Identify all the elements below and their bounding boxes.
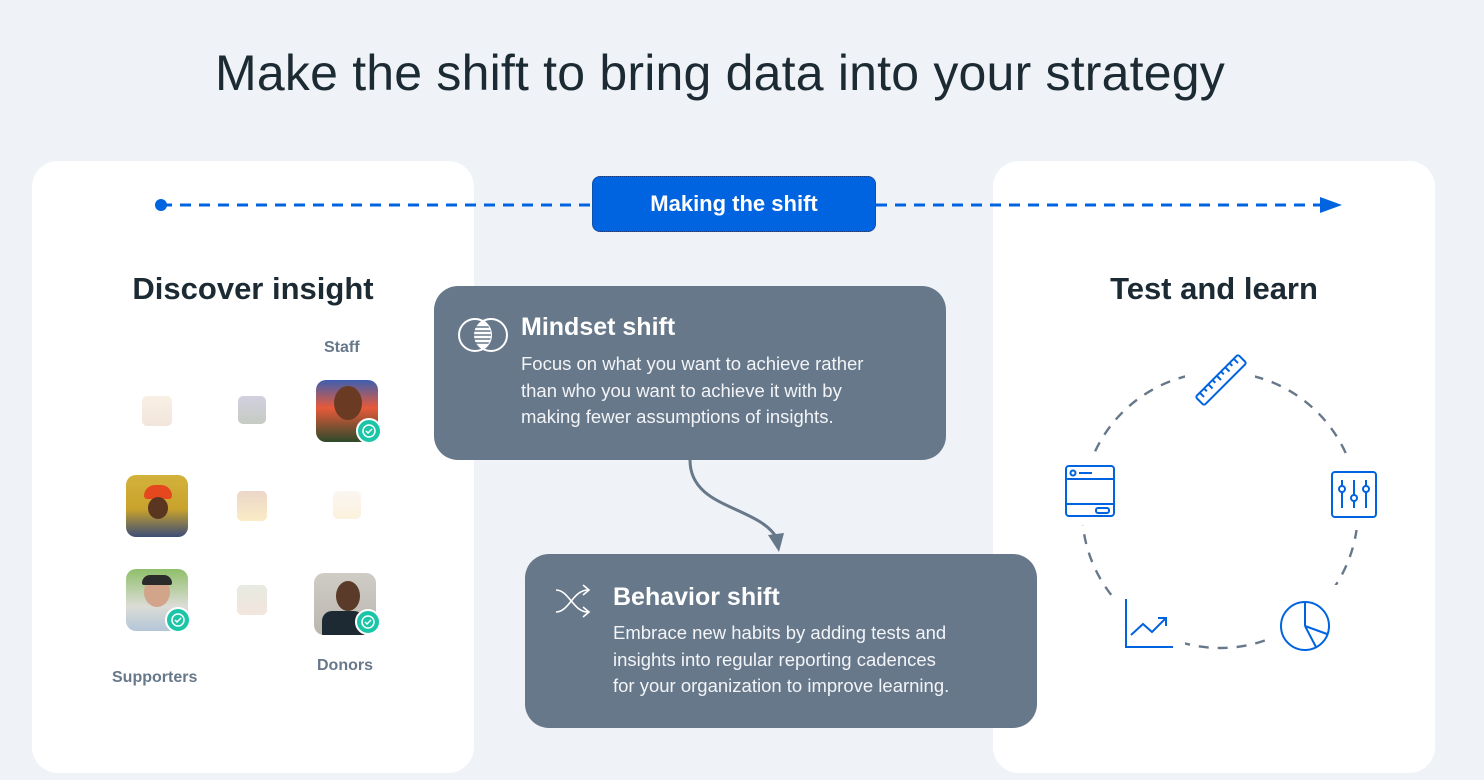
avatar-faded xyxy=(333,491,361,519)
test-learn-cycle xyxy=(1058,345,1382,665)
check-icon xyxy=(356,418,382,444)
donors-label: Donors xyxy=(317,657,373,674)
pie-chart-icon xyxy=(1280,601,1330,651)
avatar-faded xyxy=(142,396,172,426)
staff-label: Staff xyxy=(324,339,360,356)
supporters-label: Supporters xyxy=(112,669,198,686)
check-icon xyxy=(355,609,381,635)
description-line: than who you want to achieve it with by xyxy=(521,379,842,401)
venn-overlap-icon xyxy=(458,318,508,352)
mindset-shift-description: Focus on what you want to achieve rather… xyxy=(521,351,863,431)
ruler-icon xyxy=(1195,354,1247,406)
page-title: Make the shift to bring data into your s… xyxy=(215,45,1225,101)
making-the-shift-badge: Making the shift xyxy=(592,176,876,232)
avatar-supporter-1 xyxy=(126,475,188,537)
browser-window-icon xyxy=(1065,465,1115,517)
discover-insight-heading: Discover insight xyxy=(132,271,374,306)
description-line: for your organization to improve learnin… xyxy=(613,675,950,696)
line-chart-icon xyxy=(1125,599,1173,648)
test-and-learn-heading: Test and learn xyxy=(1110,271,1318,306)
avatar-faded xyxy=(238,396,266,424)
behavior-shift-title: Behavior shift xyxy=(613,583,780,611)
mindset-shift-title: Mindset shift xyxy=(521,313,676,341)
description-line: Embrace new habits by adding tests and xyxy=(613,622,947,643)
check-icon xyxy=(165,607,191,633)
shuffle-icon xyxy=(555,584,591,618)
discover-insight-card: Discover insight xyxy=(32,161,474,773)
avatar-faded xyxy=(237,585,267,615)
sliders-icon xyxy=(1331,471,1377,518)
behavior-shift-description: Embrace new habits by adding tests and i… xyxy=(613,620,949,700)
description-line: making fewer assumptions of insights. xyxy=(521,406,834,427)
avatar-faded xyxy=(237,491,267,521)
avatar-staff xyxy=(316,380,378,442)
mindset-shift-card: Mindset shift Focus on what you want to … xyxy=(434,286,946,460)
description-line: insights into regular reporting cadences xyxy=(613,648,936,670)
description-line: Focus on what you want to achieve rather xyxy=(521,353,864,374)
behavior-shift-card: Behavior shift Embrace new habits by add… xyxy=(525,554,1037,728)
